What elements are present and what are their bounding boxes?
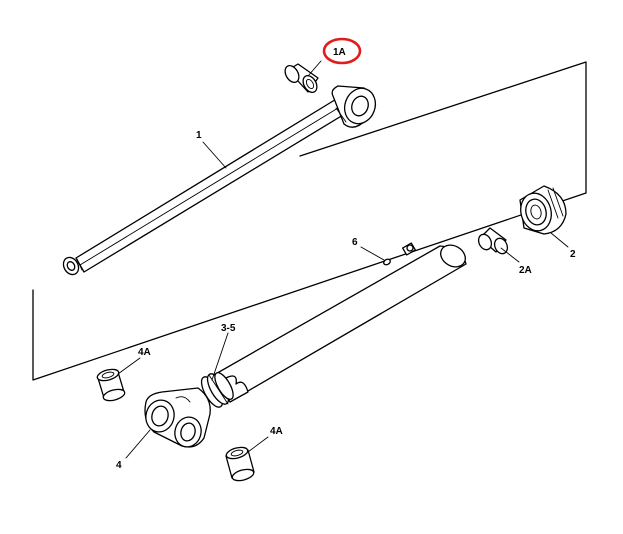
part-3-5-barrel xyxy=(200,242,467,408)
callout-3-5[interactable]: 3-5 xyxy=(221,323,236,334)
callout-4[interactable]: 4 xyxy=(116,460,122,471)
callout-4a-top[interactable]: 4A xyxy=(138,347,151,358)
part-4a-bushing-top xyxy=(96,368,126,402)
part-4a-bushing-bottom xyxy=(225,446,255,482)
callout-6[interactable]: 6 xyxy=(352,237,358,248)
callout-1a[interactable]: 1A xyxy=(333,47,346,58)
leader-lines xyxy=(117,60,569,459)
callout-2[interactable]: 2 xyxy=(570,249,576,260)
part-1a-bushing xyxy=(284,63,319,94)
highlight-circle-1a xyxy=(322,37,362,65)
part-1-rod xyxy=(62,85,377,276)
callout-4a-bottom[interactable]: 4A xyxy=(270,426,283,437)
part-6-o-ring xyxy=(383,258,391,266)
assembly-boundary xyxy=(32,61,587,381)
part-4-clevis xyxy=(144,387,211,448)
part-2a-bushing xyxy=(477,227,509,255)
part-2-piston xyxy=(519,185,567,235)
callout-2a[interactable]: 2A xyxy=(519,265,532,276)
callout-1[interactable]: 1 xyxy=(196,130,202,141)
